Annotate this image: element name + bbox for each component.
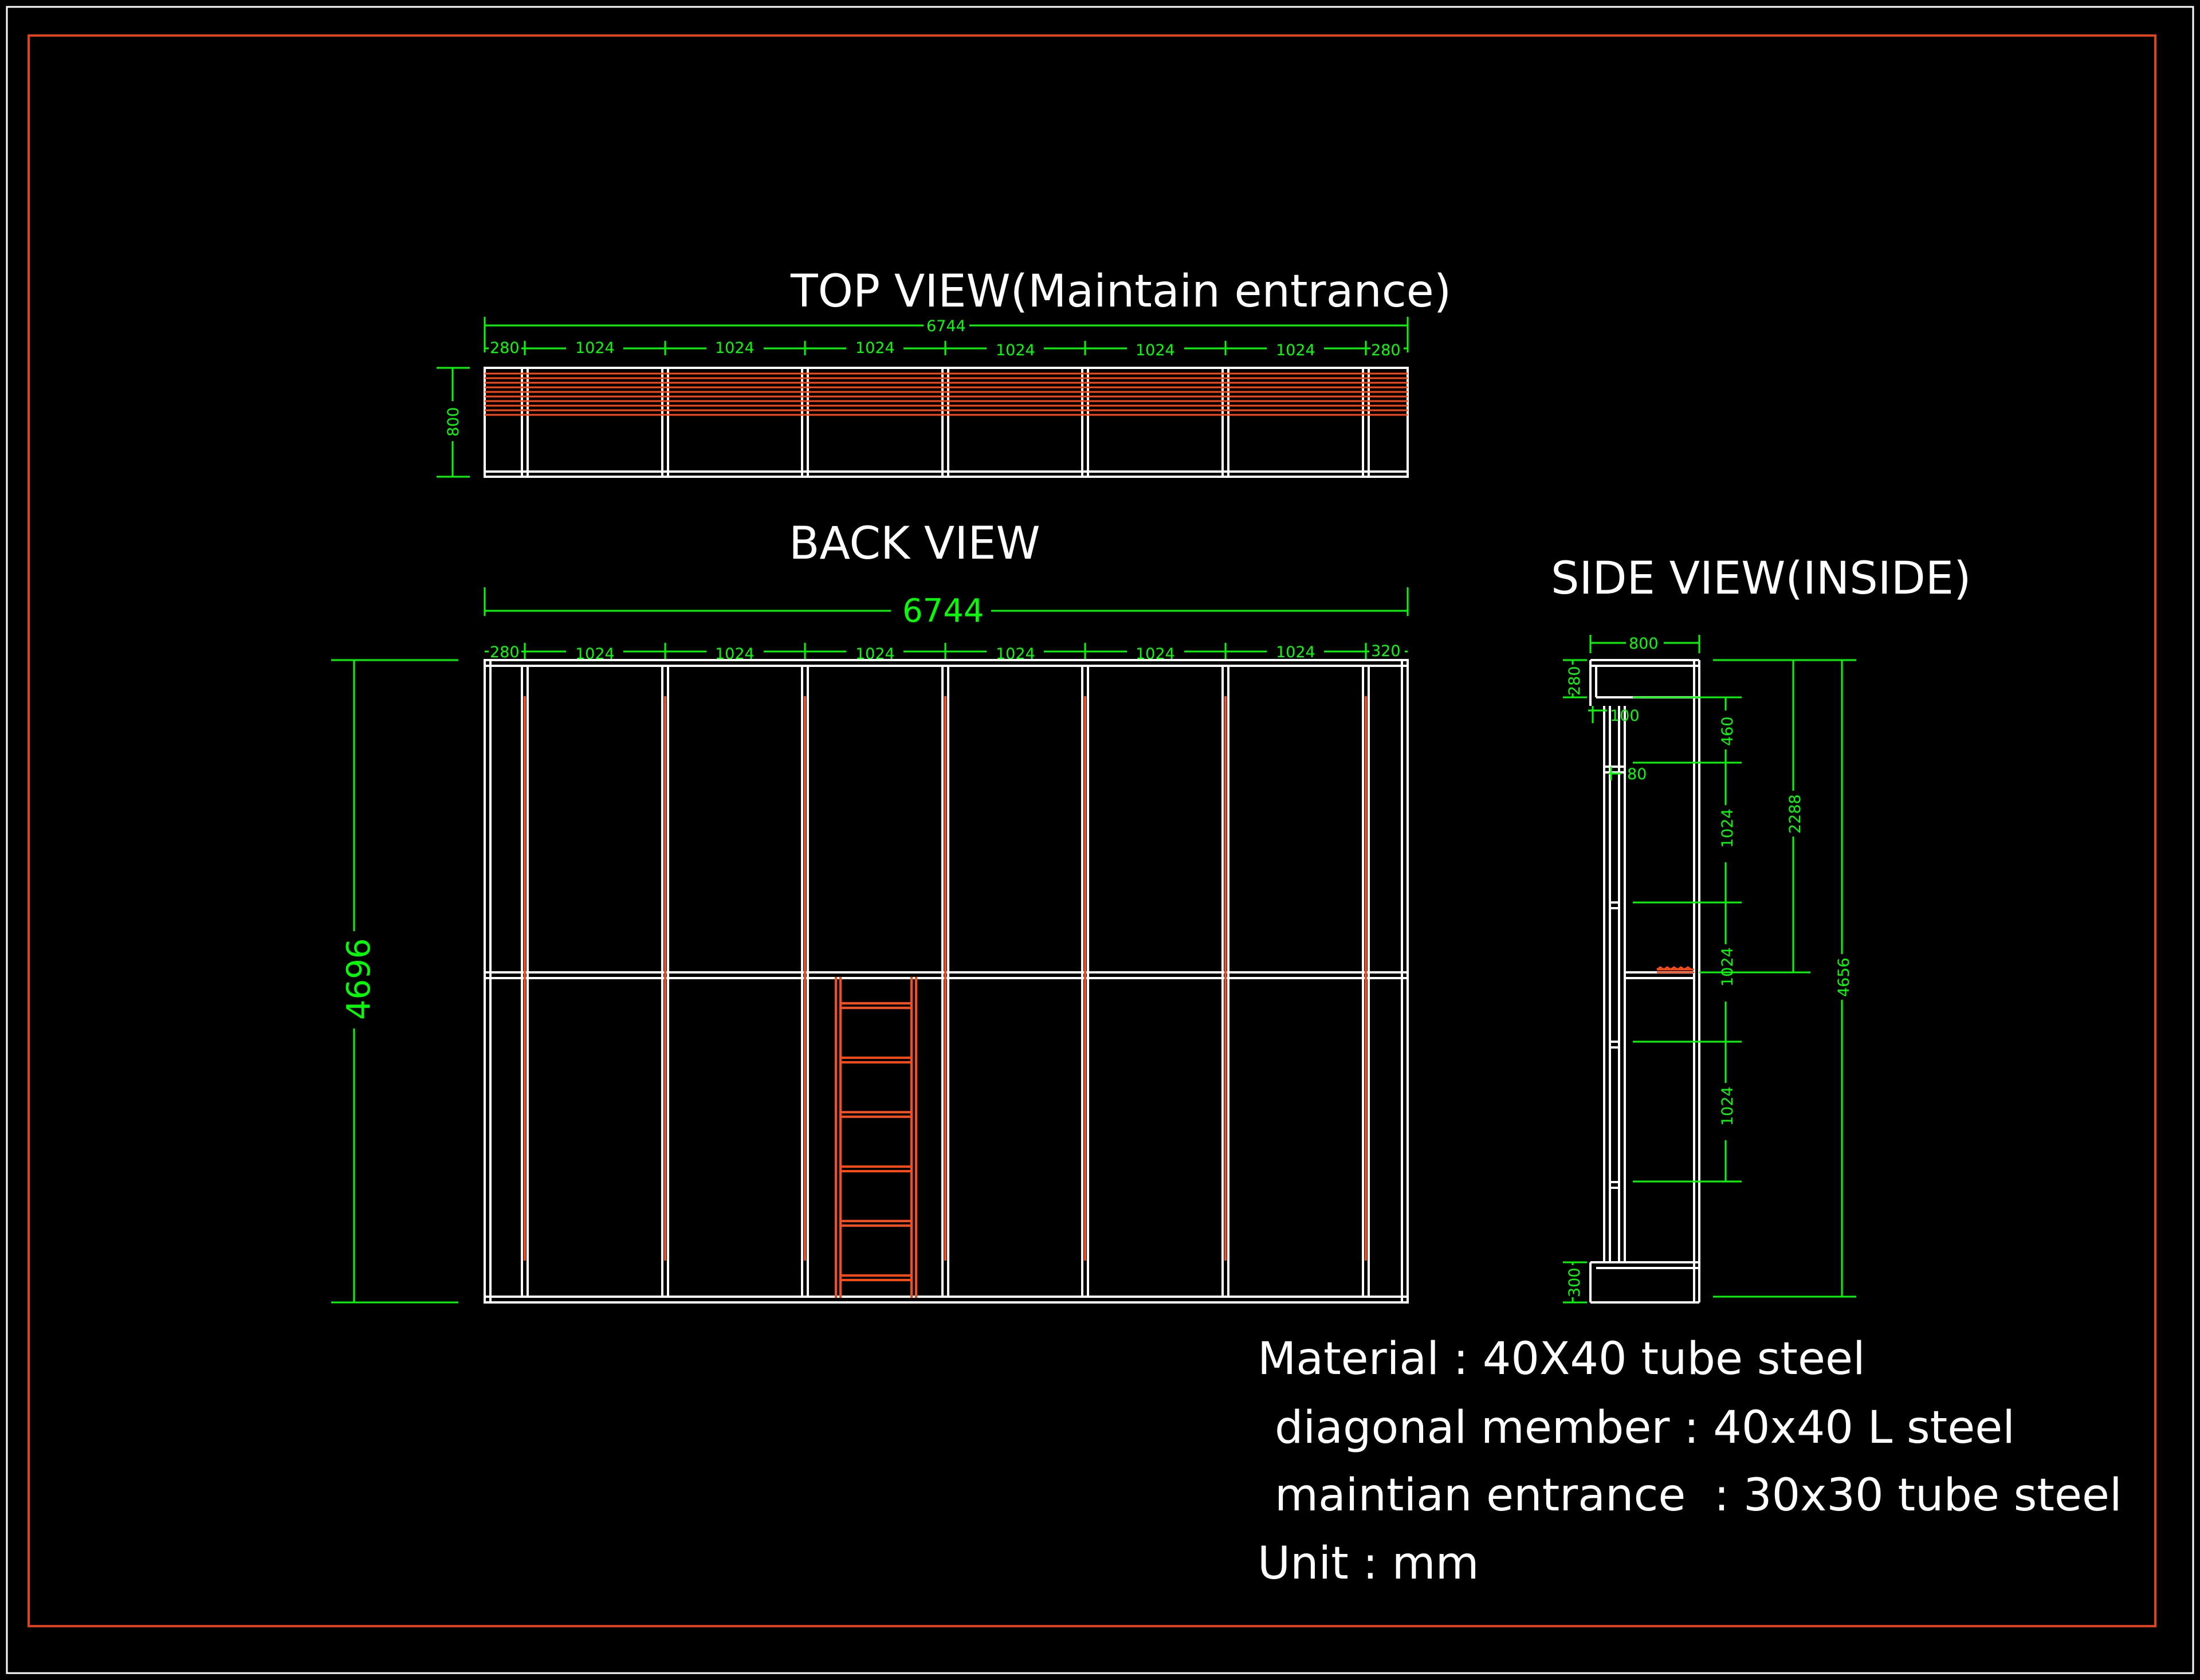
top-span-label-1: 280	[490, 339, 520, 357]
side-small-a-label: 100	[1610, 707, 1640, 725]
outer-sheet-border	[6, 6, 2194, 1674]
side-seg-label-1: 460	[1719, 716, 1737, 746]
note-diagonal-member: diagonal member : 40x40 L steel	[1275, 1402, 2015, 1454]
back-span-label-7: 1024	[1276, 643, 1315, 661]
note-unit: Unit : mm	[1258, 1538, 1479, 1589]
top-span-label-5: 1024	[996, 342, 1035, 359]
back-span-label-1: 280	[490, 643, 520, 661]
top-view-maintain-entrance-grating	[485, 372, 1408, 416]
top-view-title: TOP VIEW(Maintain entrance)	[790, 266, 1451, 317]
top-view-overall-label: 6744	[926, 317, 966, 335]
top-span-label-7: 1024	[1276, 342, 1315, 359]
top-view-overall-dimension: 6744	[484, 317, 1409, 352]
back-span-label-8: 320	[1371, 642, 1401, 660]
side-seg-label-4: 1024	[1719, 1086, 1737, 1126]
side-top-label: 280	[1566, 666, 1584, 696]
side-width-label: 800	[1629, 635, 1659, 653]
side-view-segment-dimensions	[1633, 696, 1742, 1183]
maintenance-ladder	[835, 977, 917, 1298]
side-small-b-label: 80	[1627, 766, 1647, 783]
side-view-frame	[1589, 659, 1700, 1304]
note-maintain-entrance: maintian entrance : 30x30 tube steel	[1275, 1470, 2122, 1521]
top-view-depth-label: 800	[445, 407, 462, 437]
side-mid-label: 2288	[1786, 794, 1804, 834]
back-view-overall-dimension: 6744	[484, 587, 1409, 630]
back-view-height-dimension: 4696	[331, 659, 458, 1304]
inner-sheet-border	[28, 34, 2156, 1627]
side-seg-label-3: 1024	[1719, 947, 1737, 987]
side-view-grating-mark	[1656, 966, 1694, 974]
back-view-overall-label: 6744	[902, 592, 984, 630]
top-span-label-6: 1024	[1136, 342, 1175, 359]
top-span-label-4: 1024	[855, 339, 895, 357]
note-material: Material : 40X40 tube steel	[1258, 1333, 1865, 1385]
top-span-label-2: 1024	[575, 339, 615, 357]
side-seg-label-2: 1024	[1719, 808, 1737, 848]
back-view-title: BACK VIEW	[789, 518, 1040, 570]
top-view-frame	[484, 367, 1409, 478]
back-view-height-label: 4696	[340, 938, 378, 1020]
side-bottom-label: 300	[1566, 1267, 1584, 1297]
top-view-depth-dimension: 800	[437, 367, 470, 478]
back-view-span-dimensions	[485, 643, 1408, 659]
top-span-label-8: 280	[1371, 342, 1401, 359]
back-view-frame	[484, 659, 1409, 1304]
side-view-title: SIDE VIEW(INSIDE)	[1551, 553, 1971, 605]
top-view-span-dimensions	[485, 341, 1408, 355]
side-view-width-dimension: 800	[1589, 635, 1700, 653]
side-total-label: 4656	[1835, 957, 1853, 997]
top-span-label-3: 1024	[715, 339, 755, 357]
side-view-left-dimensions	[1563, 659, 1621, 1304]
